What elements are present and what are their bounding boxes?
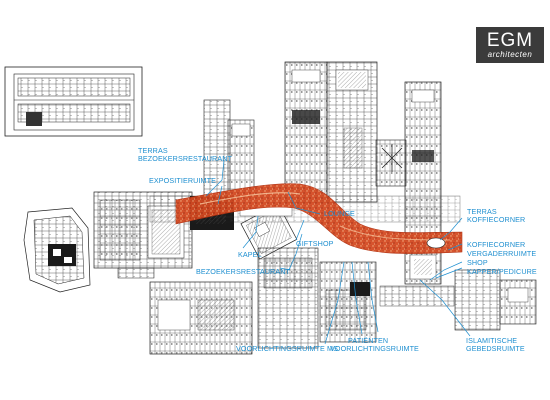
label-terras-bezoekersrestaurant-line2: BEZOEKERSRESTAURANT [138, 154, 233, 163]
label-shop: SHOP [467, 258, 488, 267]
label-lounge: LOUNGE [324, 209, 355, 218]
logo-main-text: EGM [486, 30, 534, 51]
egm-logo: EGM architecten [476, 27, 544, 63]
label-expositieruimte: EXPOSITIERUIMTE [149, 176, 216, 185]
label-bezoekersrestaurant: BEZOEKERSRESTAURANT [196, 267, 291, 276]
label-vergaderruimte: VERGADERRUIMTE [467, 249, 536, 258]
far-east-block [379, 269, 537, 331]
label-kapper-pedicure: KAPPER/PEDICURE [467, 267, 537, 276]
callout-lines [205, 159, 471, 345]
label-koffiecorner: KOFFIECORNER [467, 240, 525, 249]
label-terras-koffiecorner-line1: TERRAS [467, 207, 497, 216]
visitor-route-ribbon [175, 183, 463, 254]
label-patienten-line1: PATIËNTEN [348, 336, 388, 345]
logo-sub-text: architecten [487, 50, 533, 59]
label-islamitische-line1: ISLAMITISCHE [466, 336, 517, 345]
label-voorlichtingsruimte-ms: VOORLICHTINGSRUIMTE MS [236, 344, 338, 353]
key-plan-bottom [23, 207, 91, 293]
label-terras-koffiecorner-line2: KOFFIECORNER [467, 215, 525, 224]
label-islamitische-line2: GEBEDSRUIMTE [466, 344, 525, 353]
label-kapel: KAPEL [238, 250, 262, 259]
key-plan-top [4, 66, 143, 137]
label-giftshop: GIFTSHOP [296, 239, 334, 248]
central-tall-wing [284, 61, 407, 203]
label-terras-bezoekersrestaurant-line1: TERRAS [138, 146, 168, 155]
label-patienten-line2: VOORLICHTINGSRUIMTE [330, 344, 419, 353]
